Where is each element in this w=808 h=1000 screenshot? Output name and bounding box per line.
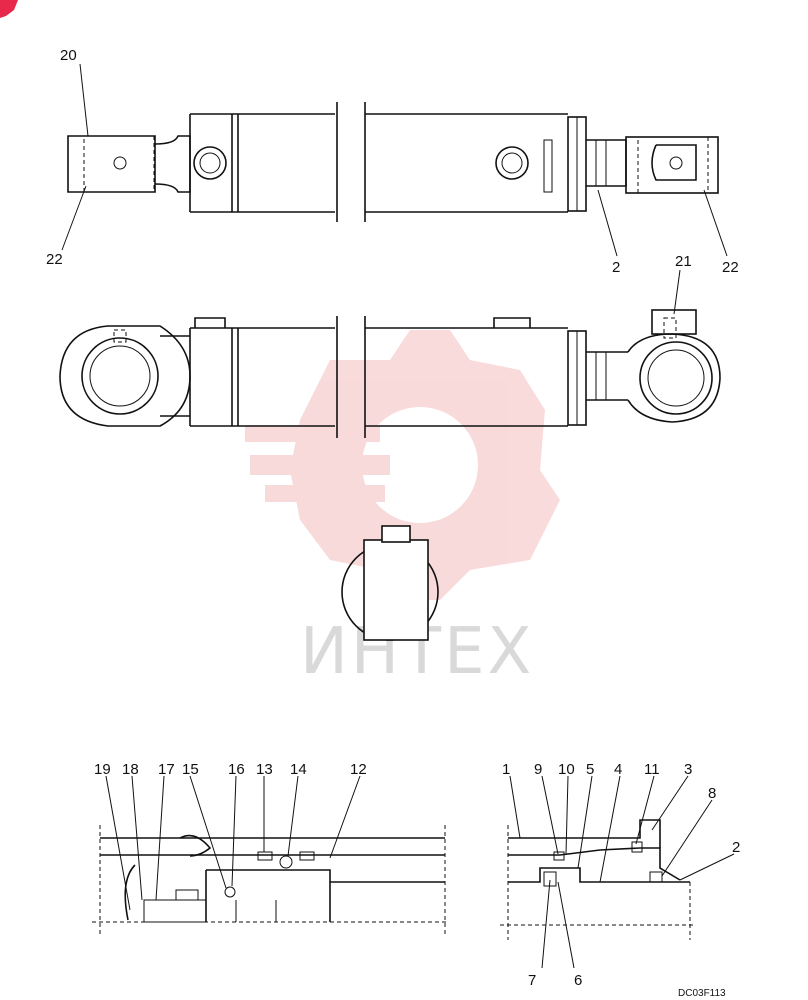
side-view [59,309,721,438]
callout-2-top: 2 [612,259,620,276]
callout-11: 11 [644,761,660,778]
callout-8: 8 [708,785,716,802]
callout-14: 14 [290,761,307,778]
callout-2-section: 2 [732,839,740,856]
callout-1: 1 [502,761,510,778]
callout-5: 5 [586,761,594,778]
callout-12: 12 [350,761,367,778]
callout-15: 15 [182,761,199,778]
callout-6: 6 [574,972,582,989]
callout-9: 9 [534,761,542,778]
top-view [67,102,719,222]
section-left [92,825,448,935]
callout-7: 7 [528,972,536,989]
callout-22-right: 22 [722,259,739,276]
callout-17: 17 [158,761,175,778]
callout-10: 10 [558,761,575,778]
callout-19: 19 [94,761,111,778]
callout-18: 18 [122,761,139,778]
callout-13: 13 [256,761,273,778]
callout-4: 4 [614,761,622,778]
callout-3: 3 [684,761,692,778]
end-view [341,525,439,641]
watermark-gear [245,330,560,600]
callout-16: 16 [228,761,245,778]
callout-21: 21 [675,253,692,270]
drawing-code: DC03F113 [678,988,726,999]
section-right [500,819,695,940]
callout-22-left: 22 [46,251,63,268]
corner-logo-mark [0,0,18,18]
callout-20: 20 [60,47,77,64]
